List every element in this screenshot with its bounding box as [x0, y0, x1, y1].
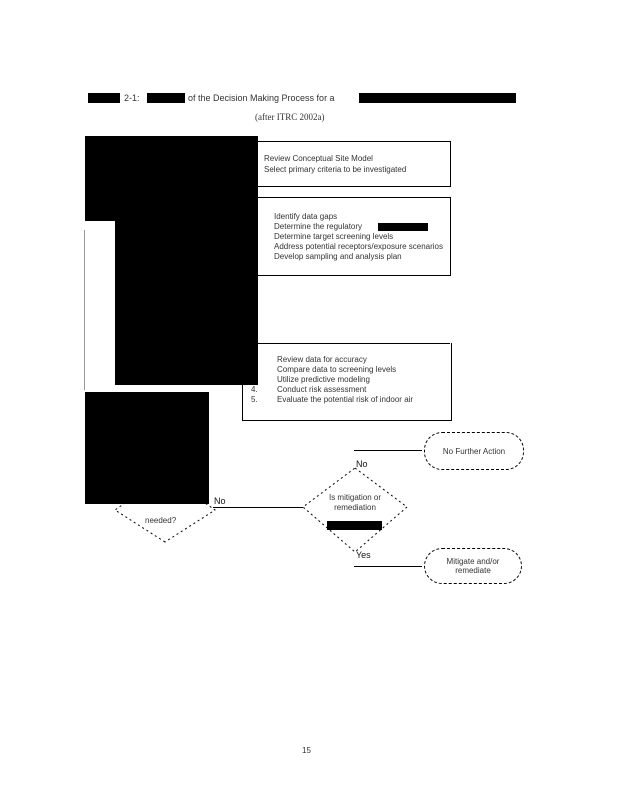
- flow-box-plan: Identify data gaps Determine the regulat…: [256, 197, 451, 276]
- redaction: [88, 93, 120, 103]
- redaction: [327, 521, 382, 530]
- item-number: 5.: [251, 395, 258, 404]
- connector-line: [84, 230, 85, 390]
- box-line: Utilize predictive modeling: [277, 375, 370, 384]
- box-line: Identify data gaps: [274, 212, 338, 221]
- figure-label: 2-1:: [124, 93, 140, 103]
- item-number: 4.: [251, 385, 258, 394]
- label-yes: Yes: [356, 550, 371, 560]
- redaction: [85, 136, 258, 221]
- terminal-no-further-action: No Further Action: [424, 432, 524, 470]
- figure-title: of the Decision Making Process for a: [188, 93, 335, 103]
- terminal-mitigate: Mitigate and/or remediate: [424, 548, 522, 584]
- redaction: [359, 93, 516, 103]
- connector-no: [213, 507, 303, 508]
- box-line: Determine the regulatory: [274, 222, 363, 231]
- box-line: Address potential receptors/exposure sce…: [274, 242, 443, 251]
- connector-to-mitigate: [354, 566, 422, 567]
- flow-box-review: Review Conceptual Site Model Select prim…: [256, 141, 451, 187]
- redaction: [378, 223, 428, 231]
- figure-source: (after ITRC 2002a): [255, 112, 325, 122]
- box-line: Review Conceptual Site Model: [264, 154, 373, 163]
- redaction: [115, 221, 258, 385]
- decision-right-text: Is mitigation or remediation: [328, 493, 382, 512]
- label-no-left: No: [214, 496, 226, 506]
- connector-to-no-action: [354, 450, 422, 451]
- redaction: [85, 392, 209, 504]
- page-number: 15: [302, 746, 311, 755]
- box-line: Review data for accuracy: [277, 355, 367, 364]
- label-no-top: No: [356, 459, 368, 469]
- divider: [242, 343, 450, 344]
- box-line: Compare data to screening levels: [277, 365, 397, 374]
- box-line: Conduct risk assessment: [277, 385, 367, 394]
- decision-left-text: needed?: [145, 516, 177, 525]
- box-line: Select primary criteria to be investigat…: [264, 165, 407, 174]
- box-line: Evaluate the potential risk of indoor ai…: [277, 395, 414, 404]
- redaction: [147, 93, 185, 103]
- flow-box-evaluate: Review data for accuracy Compare data to…: [242, 343, 452, 421]
- box-line: Determine target screening levels: [274, 232, 394, 241]
- box-line: Develop sampling and analysis plan: [274, 252, 402, 261]
